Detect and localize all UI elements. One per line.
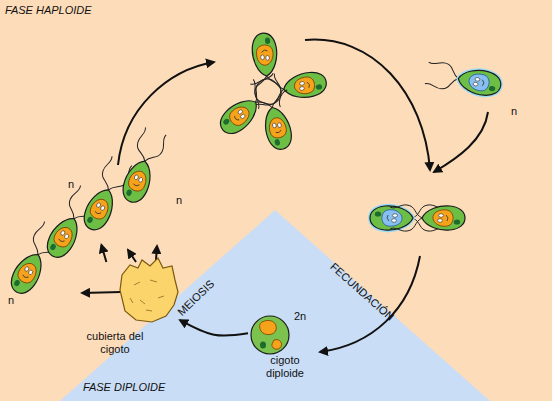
young-cell	[118, 127, 168, 206]
release-arrow	[156, 246, 157, 260]
cycle-arrow	[101, 245, 106, 262]
gamete-cell	[251, 73, 296, 152]
fusing-gamete	[370, 205, 445, 231]
gamete-cell	[250, 32, 283, 109]
caption-text: cubierta del cigoto	[75, 330, 155, 356]
cycle-arrow	[305, 40, 430, 170]
cycle-arrow	[180, 320, 248, 336]
phase-title: FASE HAPLOIDE	[5, 4, 92, 17]
young-cell	[41, 184, 101, 262]
phase-triangle-fill	[60, 210, 490, 401]
zygote-cell	[251, 316, 289, 354]
process-label: MEIOSIS	[175, 277, 217, 318]
ploidy-label: n	[8, 294, 14, 307]
eyespot	[260, 342, 266, 349]
fusing-gamete	[390, 205, 465, 231]
zygote-group: 2n cigoto diploide	[248, 300, 318, 380]
cycle-arrow	[434, 112, 488, 172]
gamete-cell	[250, 69, 328, 108]
ploidy-label: n	[68, 178, 74, 191]
young-cell	[5, 220, 65, 298]
diploid-phase-area: FASE DIPLOIDE 2n cigoto diploide	[60, 210, 490, 401]
release-arrow	[128, 250, 136, 262]
young-cell	[78, 155, 133, 234]
young-cells-group: nnn	[0, 150, 175, 245]
release-arrow	[82, 292, 121, 293]
cycle-arrow	[320, 256, 420, 352]
ploidy-label: n	[176, 194, 182, 207]
zygote-nucleus	[272, 340, 282, 350]
zygote-nucleus	[260, 320, 277, 334]
zygote-cover	[120, 258, 178, 322]
gamete-cell	[214, 72, 288, 140]
process-label: FECUNDACIÓN	[328, 260, 397, 323]
ploidy-label: n	[511, 105, 517, 118]
phase-title: FASE DIPLOIDE	[83, 381, 165, 394]
caption-text: cigoto diploide	[252, 354, 318, 380]
cycle-arrow	[118, 62, 214, 165]
gamete-cell	[425, 60, 503, 99]
gamete-group: n	[425, 45, 525, 120]
cover-texture	[130, 280, 164, 311]
ploidy-label: 2n	[294, 310, 306, 323]
